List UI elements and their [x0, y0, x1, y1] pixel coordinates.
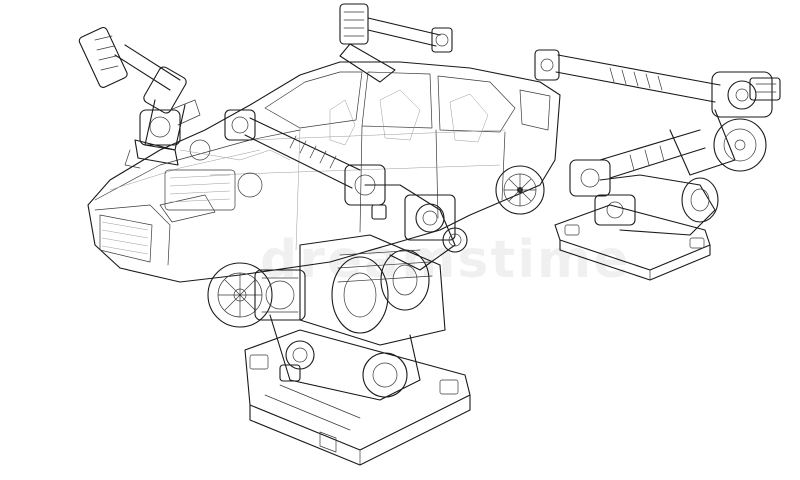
robot-arm-left: [78, 26, 201, 169]
robot-arm-right: [534, 49, 781, 281]
robot-arm-foreground: [244, 234, 471, 466]
robot-arm-top: [339, 3, 453, 83]
robot-arm-centre: [224, 109, 468, 271]
car-body: [87, 61, 561, 328]
